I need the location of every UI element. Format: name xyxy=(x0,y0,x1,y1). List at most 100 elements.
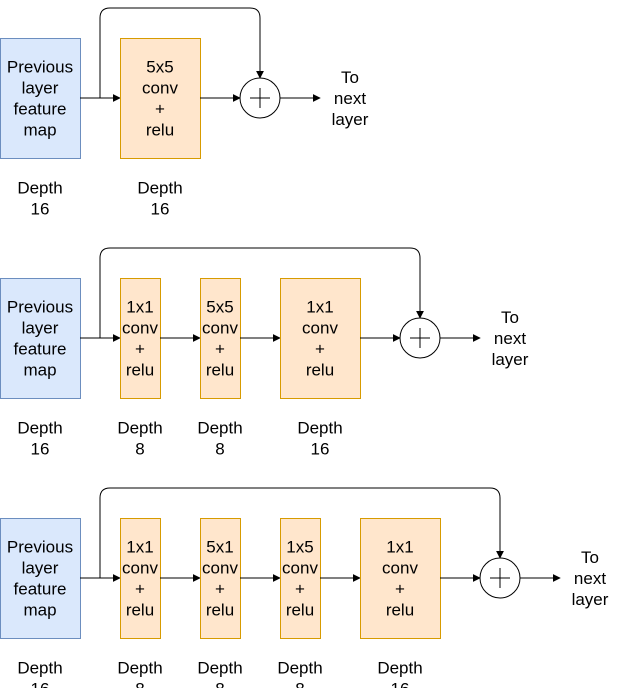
conv-layer-label-line: + xyxy=(135,580,145,599)
conv-layer-label-line: conv xyxy=(282,559,318,578)
conv-layer-box xyxy=(120,518,161,639)
output-label-line: next xyxy=(334,89,366,108)
conv-layer-label-line: 1x1 xyxy=(386,538,413,557)
input-depth-label-line: 16 xyxy=(31,680,50,688)
input-feature-map-label-line: Previous xyxy=(7,298,73,317)
conv-depth-label: Depth 16 xyxy=(377,659,422,688)
conv-layer-label-line: conv xyxy=(122,559,158,578)
conv-depth-label-line: Depth xyxy=(377,659,422,678)
conv-depth-label-line: Depth xyxy=(197,419,242,438)
input-feature-map-label-line: map xyxy=(23,601,56,620)
conv-depth-label: Depth 8 xyxy=(117,659,162,688)
output-label-line: To xyxy=(341,68,359,87)
input-depth-label-line: 16 xyxy=(31,200,50,219)
conv-layer-label-line: relu xyxy=(386,601,414,620)
input-depth-label: Depth 16 xyxy=(17,659,62,688)
input-depth-label-line: Depth xyxy=(17,179,62,198)
input-feature-map-box xyxy=(0,38,81,159)
input-feature-map-label-line: feature xyxy=(14,580,67,599)
input-feature-map-label-line: layer xyxy=(22,319,59,338)
input-feature-map-box xyxy=(0,518,81,639)
output-label: To next layer xyxy=(332,68,369,129)
conv-depth-label-line: 16 xyxy=(311,440,330,459)
conv-layer-label: 1x1 conv + relu xyxy=(122,538,158,620)
output-label-line: layer xyxy=(332,110,369,129)
conv-layer-label-line: + xyxy=(315,340,325,359)
input-feature-map-label-line: feature xyxy=(14,340,67,359)
conv-depth-label-line: 8 xyxy=(135,680,144,688)
conv-layer-box xyxy=(200,518,241,639)
conv-layer-label-line: + xyxy=(135,340,145,359)
conv-layer-label-line: 5x1 xyxy=(206,538,233,557)
conv-layer-box xyxy=(120,278,161,399)
conv-depth-label-line: Depth xyxy=(297,419,342,438)
conv-depth-label-line: 8 xyxy=(135,440,144,459)
conv-layer-label-line: relu xyxy=(126,601,154,620)
conv-depth-label-line: 16 xyxy=(151,200,170,219)
conv-depth-label-line: 8 xyxy=(215,680,224,688)
conv-layer-label-line: relu xyxy=(146,121,174,140)
conv-layer-label-line: 5x5 xyxy=(146,58,173,77)
input-depth-label: Depth 16 xyxy=(17,419,62,459)
conv-depth-label-line: 16 xyxy=(391,680,410,688)
conv-layer-label-line: 1x1 xyxy=(126,298,153,317)
conv-layer-label-line: conv xyxy=(122,319,158,338)
output-label-line: next xyxy=(574,569,606,588)
conv-layer-label: 1x1 conv + relu xyxy=(122,298,158,380)
conv-layer-label-line: relu xyxy=(206,601,234,620)
conv-depth-label-line: Depth xyxy=(117,659,162,678)
conv-layer-label: 1x1 conv + relu xyxy=(302,298,338,380)
conv-depth-label-line: 8 xyxy=(295,680,304,688)
conv-depth-label-line: Depth xyxy=(117,419,162,438)
output-label-line: layer xyxy=(492,350,529,369)
conv-layer-label-line: + xyxy=(395,580,405,599)
conv-depth-label-line: Depth xyxy=(277,659,322,678)
conv-layer-label-line: 5x5 xyxy=(206,298,233,317)
conv-layer-label-line: conv xyxy=(382,559,418,578)
conv-layer-label-line: 1x1 xyxy=(306,298,333,317)
input-feature-map-label-line: map xyxy=(23,121,56,140)
output-label-line: To xyxy=(501,308,519,327)
skip-connection-arrow xyxy=(99,247,424,338)
conv-layer-label-line: 1x5 xyxy=(286,538,313,557)
conv-layer-box xyxy=(280,278,361,399)
conv-layer-label-line: conv xyxy=(202,319,238,338)
conv-layer-label: 1x1 conv + relu xyxy=(382,538,418,620)
conv-layer-label-line: conv xyxy=(302,319,338,338)
conv-depth-label: Depth 8 xyxy=(117,419,162,459)
input-feature-map-label-line: map xyxy=(23,361,56,380)
input-depth-label-line: Depth xyxy=(17,659,62,678)
skip-connection-arrow xyxy=(99,7,264,98)
conv-layer-label-line: relu xyxy=(126,361,154,380)
input-feature-map-label-line: layer xyxy=(22,559,59,578)
conv-layer-box xyxy=(120,38,201,159)
conv-depth-label: Depth 16 xyxy=(297,419,342,459)
output-label: To next layer xyxy=(492,308,529,369)
block-3: PreviouslayerfeaturemapDepth161x1conv+re… xyxy=(0,487,609,688)
input-depth-label-line: Depth xyxy=(17,419,62,438)
input-feature-map-label-line: feature xyxy=(14,100,67,119)
input-depth-label-line: 16 xyxy=(31,440,50,459)
input-feature-map-label-line: layer xyxy=(22,79,59,98)
conv-layer-label-line: 1x1 xyxy=(126,538,153,557)
conv-layer-label-line: + xyxy=(215,580,225,599)
conv-layer-label-line: + xyxy=(215,340,225,359)
conv-layer-label-line: relu xyxy=(286,601,314,620)
conv-depth-label: Depth 8 xyxy=(277,659,322,688)
input-feature-map-label-line: Previous xyxy=(7,58,73,77)
conv-layer-label-line: conv xyxy=(142,79,178,98)
conv-layer-label-line: relu xyxy=(306,361,334,380)
output-label-line: next xyxy=(494,329,526,348)
